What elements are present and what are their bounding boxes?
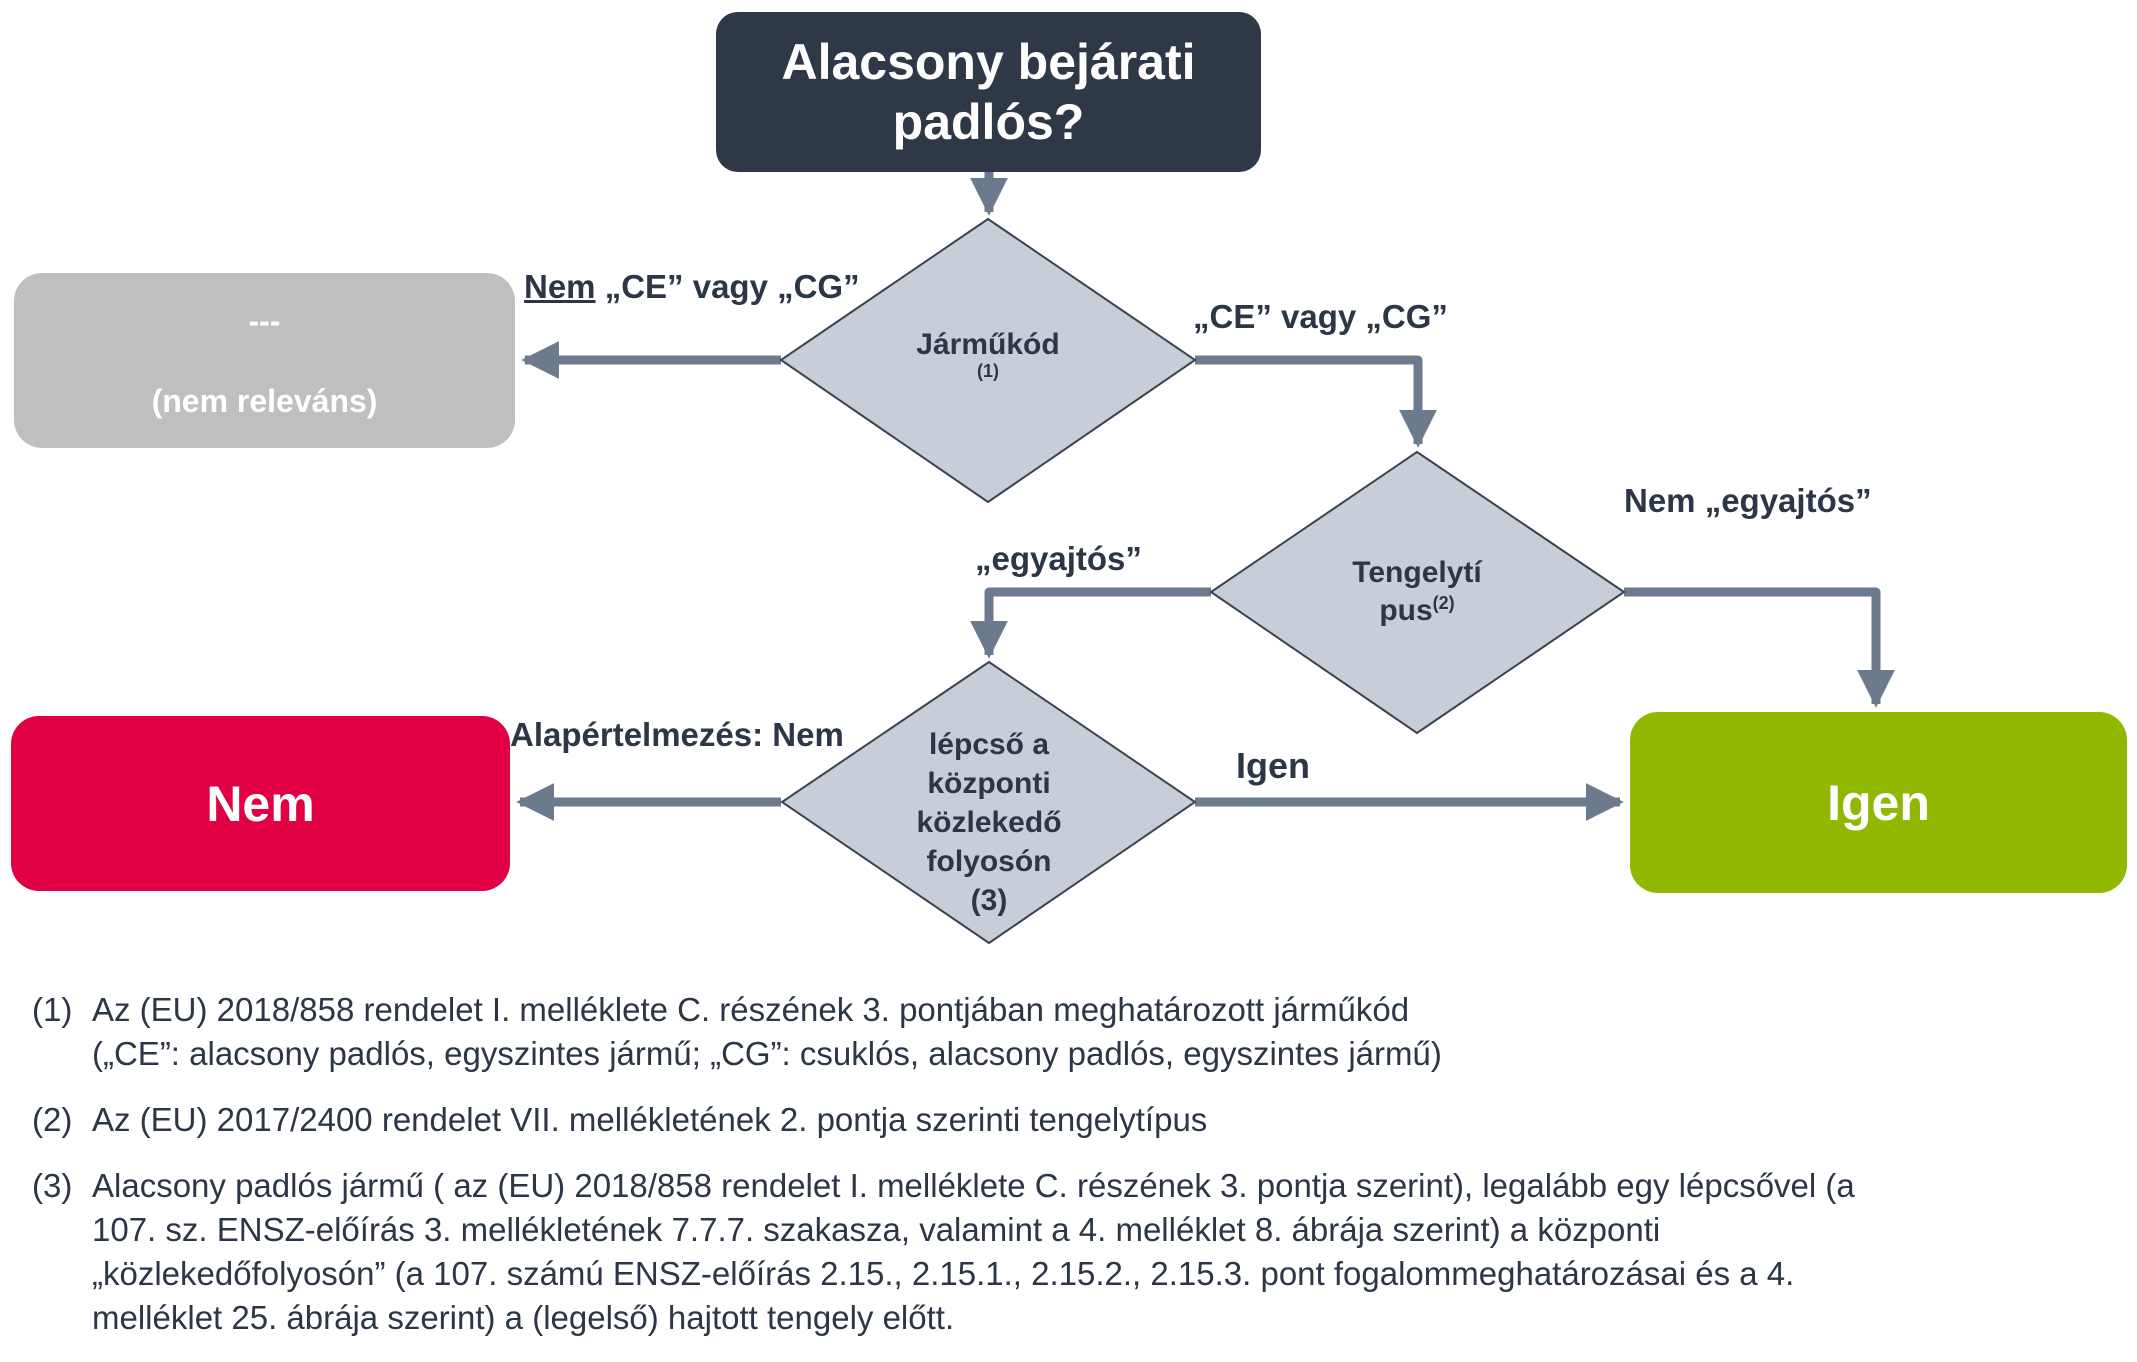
footnote-3-line3: „közlekedőfolyosón” (a 107. számú ENSZ-e… xyxy=(92,1255,1795,1292)
edge-label-yes: Igen xyxy=(1236,745,1311,786)
footnote-1-number: (1) xyxy=(32,991,73,1028)
footnote-1-line1: Az (EU) 2018/858 rendelet I. melléklete … xyxy=(92,991,1410,1028)
not-relevant-dash: --- xyxy=(248,302,281,339)
footnote-1-line2: („CE”: alacsony padlós, egyszintes jármű… xyxy=(92,1035,1442,1072)
axle-type-text-line1: Tengelytí xyxy=(1352,556,1482,589)
footnote-3-line4: melléklet 25. ábrája szerint) a (legelső… xyxy=(92,1299,955,1336)
footnote-1-text: Az (EU) 2018/858 rendelet I. melléklete … xyxy=(92,988,2112,1076)
footnote-2-number: (2) xyxy=(32,1101,73,1138)
footnote-2: (2) Az (EU) 2017/2400 rendelet VII. mell… xyxy=(32,1098,2112,1142)
step-text-line2: központi xyxy=(927,767,1051,800)
vehicle-code-text: Járműkód xyxy=(916,328,1060,361)
connector-axle-type-to-yes xyxy=(1624,587,1895,708)
outcome-no-label: Nem xyxy=(206,775,315,832)
footnote-2-line1: Az (EU) 2017/2400 rendelet VII. mellékle… xyxy=(92,1101,1208,1138)
edge-label-not-ce-cg: Nem „CE” vagy „CG” xyxy=(524,268,860,306)
step-text-line4: folyosón xyxy=(926,845,1052,878)
axle-type-text-line2: pus xyxy=(1379,594,1433,627)
edge-label-single-door: „egyajtós” xyxy=(975,540,1142,577)
axle-type-text-line2-wrap: pus(2) xyxy=(1317,592,1517,630)
edge-label-default-no: Alapértelmezés: Nem xyxy=(510,716,844,753)
outcome-yes: Igen xyxy=(1630,712,2127,893)
footnote-3-text: Alacsony padlós jármű ( az (EU) 2018/858… xyxy=(92,1164,2112,1340)
footnote-1: (1) Az (EU) 2018/858 rendelet I. mellékl… xyxy=(32,988,2112,1076)
outcome-not-relevant: --- (nem releváns) xyxy=(14,273,515,448)
not-relevant-label: (nem releváns) xyxy=(151,382,378,419)
step-text-line3: közlekedő xyxy=(916,806,1062,839)
start-node-line1: Alacsony bejárati xyxy=(781,34,1196,90)
footnote-3: (3) Alacsony padlós jármű ( az (EU) 2018… xyxy=(32,1164,2112,1340)
outcome-no: Nem xyxy=(11,716,510,891)
connector-axle-type-to-step xyxy=(970,587,1211,659)
step-text-line5: (3) xyxy=(970,884,1008,917)
decision-axle-type xyxy=(1209,450,1626,735)
start-node-line2: padlós? xyxy=(892,94,1085,150)
axle-type-footnote-ref: (2) xyxy=(1432,593,1455,613)
decision-vehicle-code xyxy=(779,217,1197,504)
edge-label-not-ce-cg-prefix: Nem xyxy=(524,268,596,305)
edge-label-ce-cg: „CE” vagy „CG” xyxy=(1193,298,1448,335)
footnote-3-line2: 107. sz. ENSZ-előírás 3. mellékletének 7… xyxy=(92,1211,1661,1248)
footnote-3-line1: Alacsony padlós jármű ( az (EU) 2018/858… xyxy=(92,1167,1855,1204)
outcome-yes-label: Igen xyxy=(1827,774,1930,831)
footnotes: (1) Az (EU) 2018/858 rendelet I. mellékl… xyxy=(32,988,2112,1362)
decision-step-label: lépcső a központi közlekedő folyosón (3) xyxy=(889,725,1089,920)
edge-label-not-ce-cg-rest: „CE” vagy „CG” xyxy=(595,268,860,305)
decision-step-in-aisle xyxy=(780,660,1197,945)
connector-vehicle-code-to-axle-type xyxy=(1195,355,1437,448)
footnote-3-number: (3) xyxy=(32,1167,73,1204)
decision-axle-type-label: Tengelytí pus(2) xyxy=(1317,554,1517,630)
vehicle-code-footnote-ref: (1) xyxy=(977,361,999,381)
edge-label-not-single-door: Nem „egyajtós” xyxy=(1624,482,1872,519)
step-text-line1: lépcső a xyxy=(928,728,1050,761)
decision-vehicle-code-label: Járműkód (1) xyxy=(888,328,1088,380)
footnote-2-text: Az (EU) 2017/2400 rendelet VII. mellékle… xyxy=(92,1098,2112,1142)
start-node: Alacsony bejárati padlós? xyxy=(716,12,1261,172)
